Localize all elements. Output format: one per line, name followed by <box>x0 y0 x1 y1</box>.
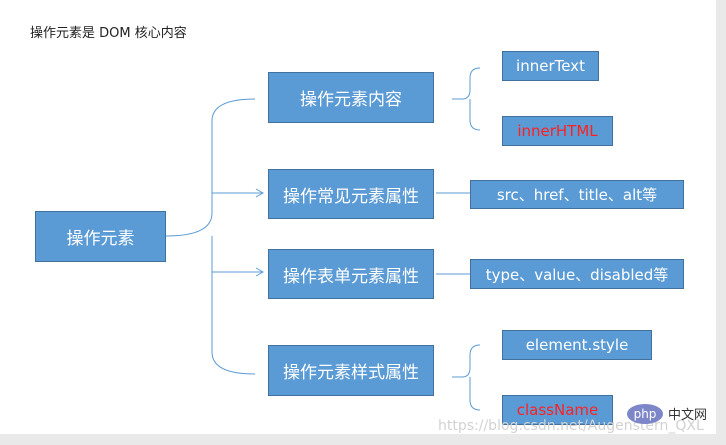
branch-common-attrs: 操作常见元素属性 <box>268 169 434 219</box>
diagram-title: 操作元素是 DOM 核心内容 <box>30 26 187 41</box>
watermark-php-logo: php <box>627 404 663 424</box>
branch-element-content: 操作元素内容 <box>268 72 434 123</box>
leaf-innertext: innerText <box>502 51 599 81</box>
style-brace <box>452 344 481 411</box>
content-brace <box>452 67 481 131</box>
branch-style-attrs: 操作元素样式属性 <box>268 345 434 396</box>
watermark-url: https://blog.csdn.net/Augenstern_QXL <box>438 418 704 434</box>
branch-form-attrs: 操作表单元素属性 <box>268 249 434 299</box>
frame-right-edge <box>716 0 726 445</box>
root-node: 操作元素 <box>35 211 166 262</box>
root-brace <box>165 98 256 375</box>
leaf-element-style: element.style <box>502 330 652 360</box>
watermark-site-name: 中文网 <box>668 408 708 423</box>
leaf-classname: className <box>502 395 613 425</box>
leaf-common-attrs: src、href、title、alt等 <box>470 180 684 209</box>
leaf-innerhtml: innerHTML <box>502 116 613 146</box>
connector-lines <box>165 67 481 411</box>
frame-bottom-edge <box>0 434 726 445</box>
leaf-form-attrs: type、value、disabled等 <box>470 259 684 289</box>
diagram-canvas: 操作元素是 DOM 核心内容 操作元素 操作元素内容 操作常见元素属性 操作表单… <box>0 0 716 434</box>
